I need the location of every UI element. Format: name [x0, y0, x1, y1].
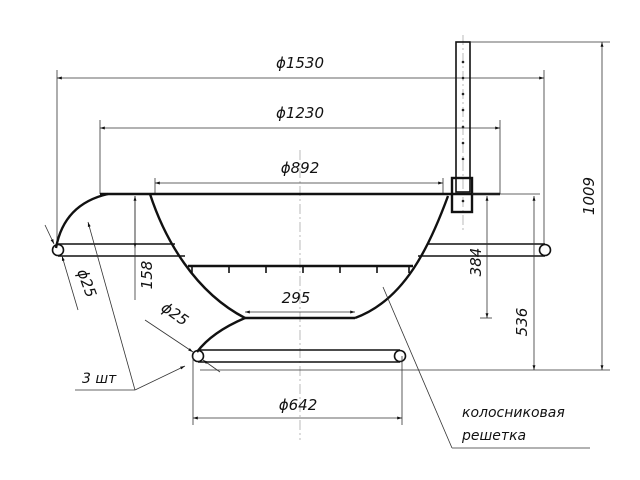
dimension-label: ϕ25: [73, 267, 100, 300]
dimension-1009: 1009: [470, 41, 610, 370]
dimension-base-ring: ϕ642: [192, 356, 403, 425]
lower-ring: [191, 349, 407, 363]
dimension-inner: ϕ892: [154, 159, 444, 194]
grate-label-line2: решетка: [461, 428, 526, 444]
dimension-label: ϕ1230: [276, 104, 324, 122]
grate-label-line1: колосниковая: [462, 405, 565, 421]
dimension-158: 158: [133, 196, 156, 300]
bowl-left: [148, 193, 246, 320]
foot: [196, 316, 246, 353]
dimension-label: ϕ892: [281, 159, 320, 177]
dimension-label: 536: [513, 308, 531, 337]
dimension-label: 158: [138, 261, 156, 290]
grate: [188, 264, 413, 273]
dimension-tube-lower: ϕ25: [144, 298, 221, 373]
dimension-label: ϕ25: [158, 298, 192, 329]
dimension-rim: ϕ1230: [99, 104, 501, 194]
dimension-label: 1009: [580, 177, 598, 215]
dimension-label: ϕ642: [279, 396, 318, 414]
side-arc: [54, 192, 109, 249]
dimension-384: 384: [467, 196, 492, 319]
grate-callout: колосниковая решетка: [382, 286, 590, 449]
vertical-pipe: [450, 41, 474, 214]
dimension-bottom: 295: [245, 289, 355, 314]
dimension-label: 384: [467, 248, 485, 277]
dimension-label: ϕ1530: [276, 54, 324, 72]
dimension-label: 295: [282, 289, 311, 307]
dimension-536: 536: [200, 193, 610, 371]
bowl-right: [354, 195, 450, 320]
quantity-note: 3 шт: [75, 221, 186, 391]
quantity-label: 3 шт: [82, 371, 117, 387]
dimension-outer-ring: ϕ1530: [56, 54, 545, 245]
dimension-tube-upper: ϕ25: [44, 224, 100, 311]
